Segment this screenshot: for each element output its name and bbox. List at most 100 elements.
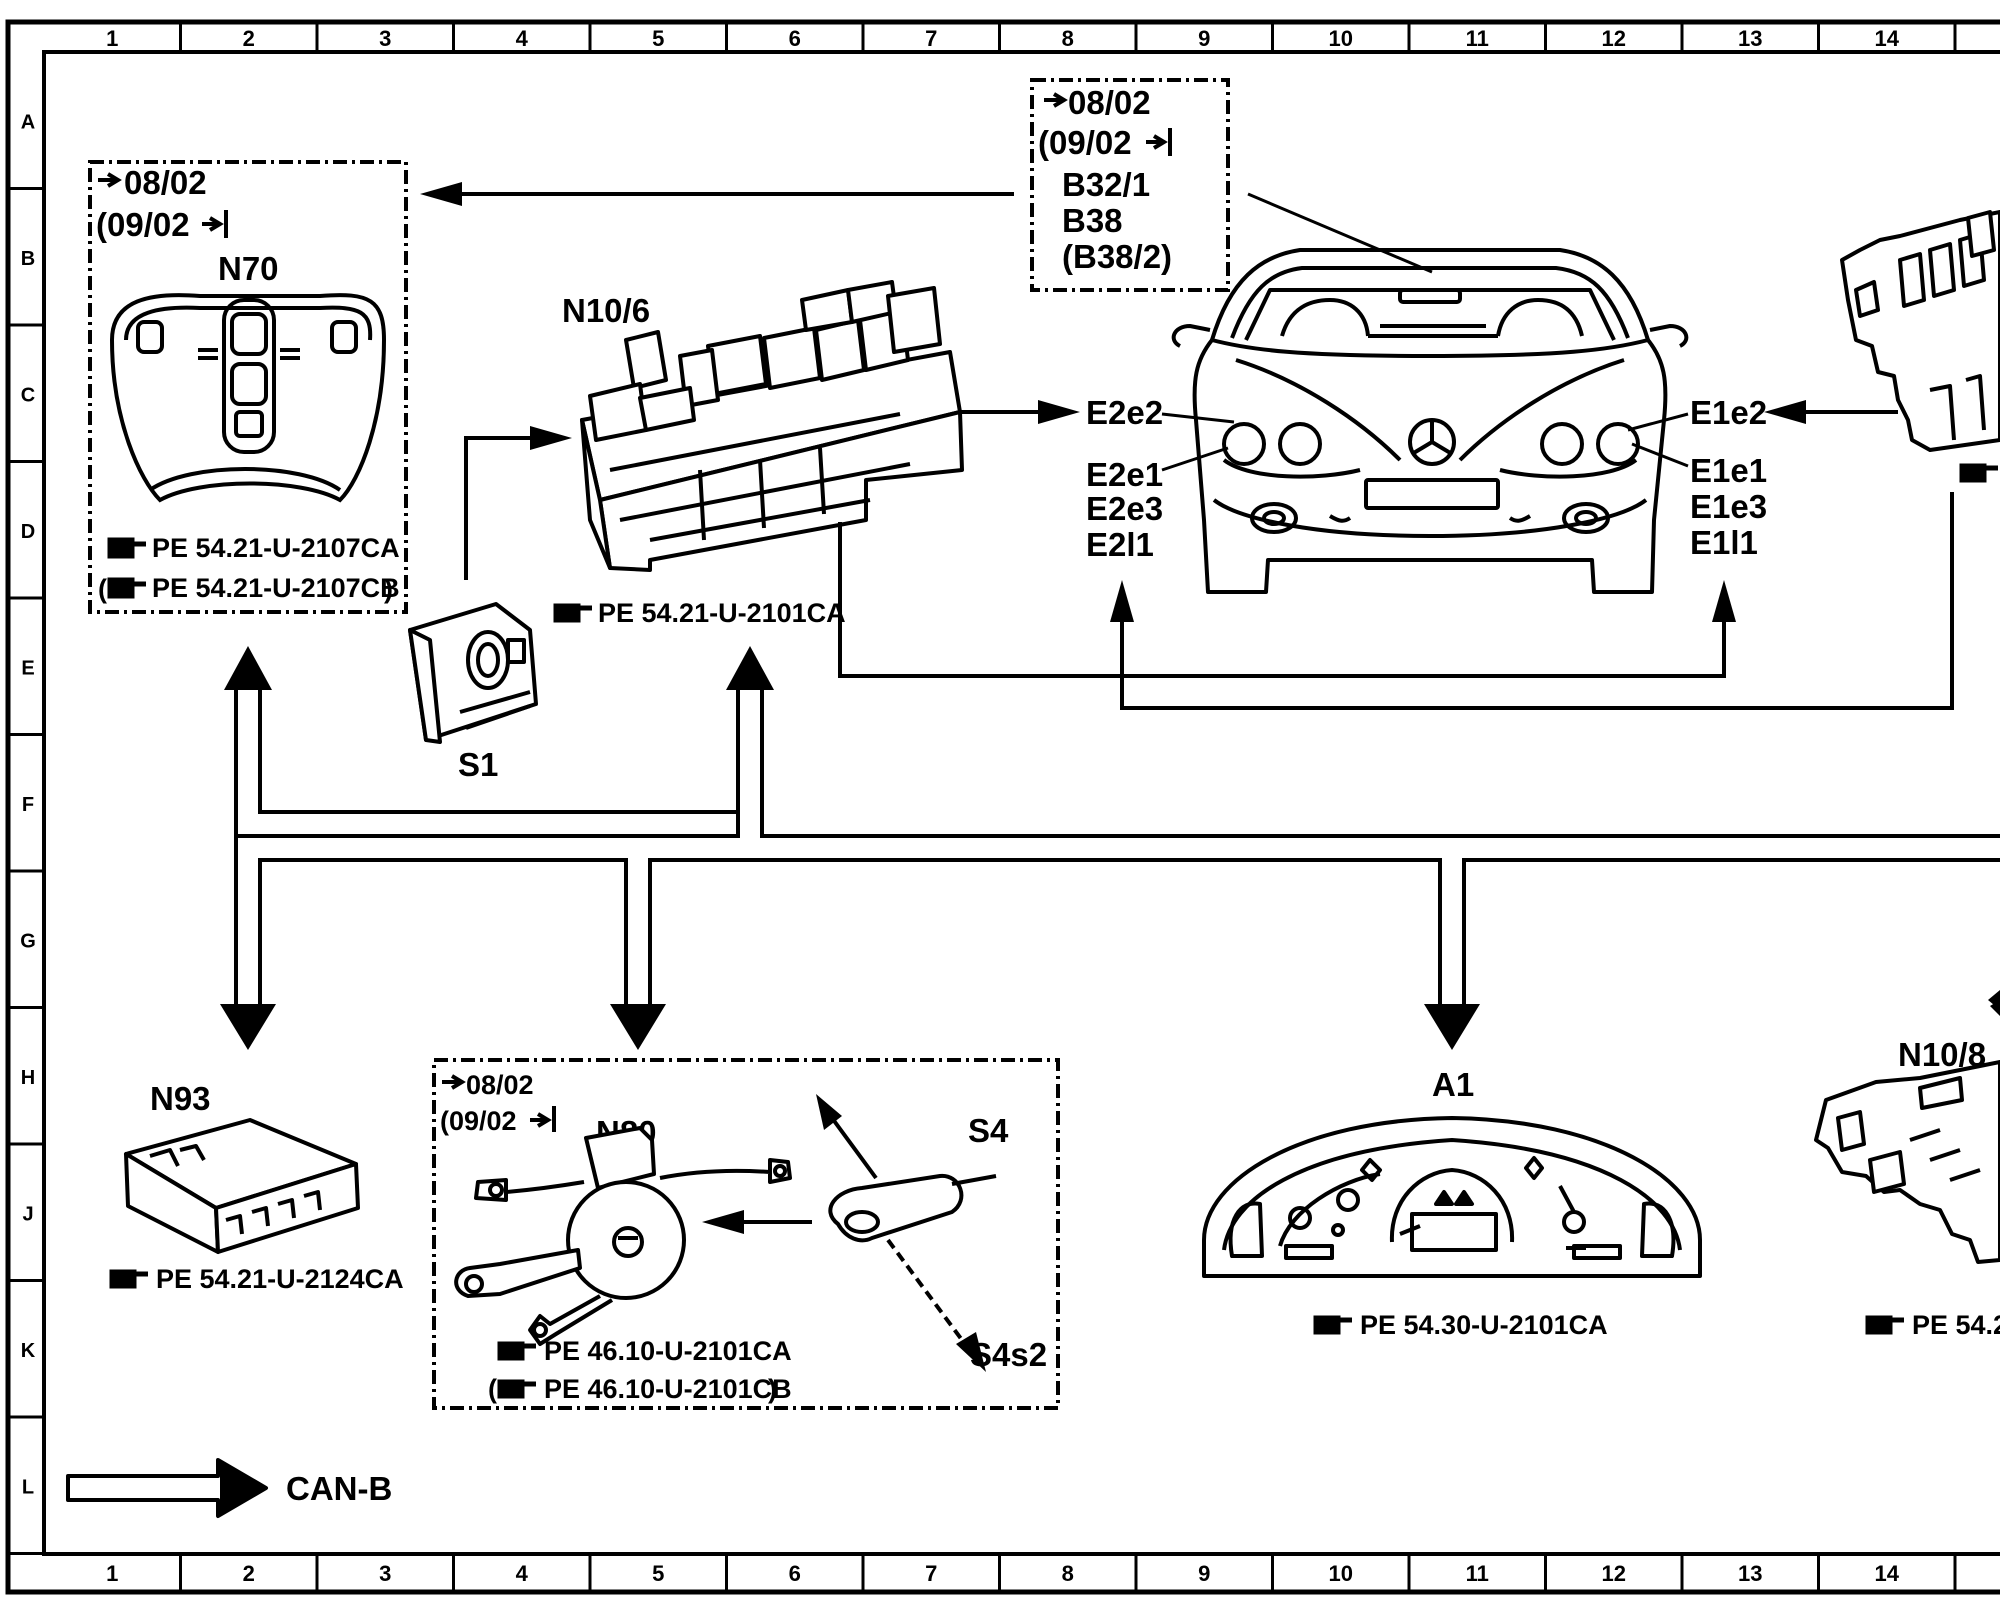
right-lamp-labels: E1e2 E1e1 E1e3 E1l1 bbox=[1627, 394, 1767, 561]
steering-column-module-drawing bbox=[454, 1126, 792, 1346]
lamp-e2e1: E2e1 bbox=[1086, 456, 1163, 493]
grid-row-label: E bbox=[21, 657, 34, 679]
relay-module-partial-drawing bbox=[1814, 1060, 2000, 1264]
lamp-e2l1: E2l1 bbox=[1086, 526, 1154, 563]
s1-component: S1 bbox=[408, 602, 538, 783]
leader-e1e1 bbox=[1631, 442, 1689, 468]
reference-hand-icon bbox=[497, 1341, 536, 1361]
s4-name: S4 bbox=[968, 1112, 1009, 1149]
n80-ref2: PE 46.10-U-2101CB bbox=[544, 1374, 792, 1404]
n10-8-ref: PE 54.2 bbox=[1912, 1310, 2000, 1340]
sensors-box: 08/02 (09/02 B32/1 B38 (B38/2) bbox=[1030, 78, 1230, 292]
n10-6-component: N10/6 PE 54.21-U-2101CA bbox=[553, 280, 964, 628]
grid-row-label: A bbox=[21, 111, 35, 133]
n93-ref: PE 54.21-U-2124CA bbox=[156, 1264, 404, 1294]
instrument-cluster-drawing bbox=[1202, 1116, 1702, 1278]
sensors-date-to: (09/02 bbox=[1038, 124, 1132, 161]
reference-hand-icon bbox=[553, 603, 592, 623]
n70-name: N70 bbox=[218, 250, 279, 287]
sensors-dashed-box bbox=[1030, 78, 1230, 292]
grid-column-label: 10 bbox=[1329, 26, 1353, 51]
arrow-right-icon bbox=[1146, 128, 1172, 156]
arrowhead-up-icon bbox=[1712, 580, 1736, 622]
n70-ref1: PE 54.21-U-2107CA bbox=[152, 533, 400, 563]
outer-frame bbox=[5, 19, 2000, 1595]
a1-ref: PE 54.30-U-2101CA bbox=[1360, 1310, 1608, 1340]
grid-column-label: 14 bbox=[1875, 26, 1900, 51]
n80-ref2-close: ) bbox=[768, 1374, 777, 1404]
grid-column-label: 8 bbox=[1062, 26, 1074, 51]
lamp-e1e2: E1e2 bbox=[1690, 394, 1767, 431]
relay-module-drawing bbox=[580, 280, 964, 572]
reference-hand-icon bbox=[1959, 463, 1998, 483]
reference-hand-icon bbox=[107, 577, 146, 599]
arrow-right-icon bbox=[442, 1074, 466, 1090]
grid-column-label: 2 bbox=[243, 26, 255, 51]
n80-ref1: PE 46.10-U-2101CA bbox=[544, 1336, 792, 1366]
left-lamp-labels: E2e2 E2e1 E2e3 E2l1 bbox=[1086, 394, 1235, 563]
grid-column-label: 12 bbox=[1602, 1561, 1626, 1586]
grid-row-label: G bbox=[20, 930, 36, 952]
hollow-arrow-icon bbox=[66, 1458, 268, 1518]
n93-component: N93 PE 54.21-U-2124CA bbox=[109, 1080, 404, 1294]
grid-column-label: 11 bbox=[1466, 26, 1489, 51]
grid-column-label: 1 bbox=[106, 1561, 118, 1586]
control-unit-drawing bbox=[124, 1118, 360, 1254]
grid-column-label: 2 bbox=[243, 1561, 255, 1586]
grid-column-label: 6 bbox=[789, 1561, 801, 1586]
grid-column-label: 5 bbox=[652, 26, 664, 51]
grid-column-label: 1 bbox=[106, 26, 118, 51]
grid-row-label: B bbox=[21, 248, 35, 270]
grid-row-label: H bbox=[21, 1067, 35, 1089]
grid-column-label: 14 bbox=[1875, 1561, 1900, 1586]
reference-hand-icon bbox=[497, 1379, 536, 1399]
n70-ref2: PE 54.21-U-2107CB bbox=[152, 573, 400, 603]
right-partial-module-drawing bbox=[1840, 210, 2000, 452]
arrow-right-icon bbox=[202, 210, 228, 238]
s4-up-arrow-line bbox=[830, 1116, 878, 1180]
reference-hand-icon bbox=[1865, 1315, 1904, 1335]
sensor-code-b38-2: (B38/2) bbox=[1062, 238, 1172, 275]
leader-e2e1 bbox=[1161, 446, 1229, 472]
inner-frame bbox=[42, 50, 2000, 1556]
arrowhead-down-icon bbox=[1988, 990, 2000, 1010]
light-switch-drawing bbox=[408, 602, 538, 744]
arrowhead-right-icon bbox=[1038, 400, 1080, 424]
leader-e2e2 bbox=[1161, 412, 1235, 424]
sensor-code-b38: B38 bbox=[1062, 202, 1123, 239]
legend: CAN-B bbox=[66, 1458, 392, 1518]
grid-column-label: 9 bbox=[1198, 26, 1210, 51]
n70-ref2-open: ( bbox=[98, 574, 107, 604]
a1-component: A1 PE 54.30-U-2101CA bbox=[1202, 1066, 1702, 1340]
lamp-e2e2: E2e2 bbox=[1086, 394, 1163, 431]
sensors-date-from: 08/02 bbox=[1068, 84, 1151, 121]
right-module-to-e2l1-line bbox=[1120, 492, 1954, 710]
arrowhead-left-icon bbox=[702, 1210, 744, 1234]
n10-6-ref: PE 54.21-U-2101CA bbox=[598, 598, 846, 628]
grid-column-label: 13 bbox=[1738, 1561, 1762, 1586]
grid-column-label: 5 bbox=[652, 1561, 664, 1586]
n70-date-to: (09/02 bbox=[96, 206, 190, 243]
reference-hand-icon bbox=[1313, 1315, 1352, 1335]
reference-hand-icon bbox=[107, 537, 146, 559]
grid-column-label: 4 bbox=[516, 1561, 529, 1586]
a1-name: A1 bbox=[1432, 1066, 1474, 1103]
n93-name: N93 bbox=[150, 1080, 211, 1117]
n70-date-from: 08/02 bbox=[124, 164, 207, 201]
reference-hand-icon bbox=[109, 1269, 148, 1289]
arrowhead-right-icon bbox=[530, 426, 572, 450]
n70-ref2-close: ) bbox=[384, 574, 393, 604]
arrowhead-up-icon bbox=[816, 1094, 842, 1130]
grid-row-label: C bbox=[21, 384, 35, 406]
grid-column-label: 9 bbox=[1198, 1561, 1210, 1586]
arrowhead-up-icon bbox=[1110, 580, 1134, 622]
grid-column-label: 10 bbox=[1329, 1561, 1353, 1586]
sensor-code-b32-1: B32/1 bbox=[1062, 166, 1150, 203]
n80-ref2-open: ( bbox=[488, 1374, 497, 1404]
lamp-e1e1: E1e1 bbox=[1690, 452, 1767, 489]
grid-row-label: L bbox=[22, 1476, 34, 1498]
grid-column-label: 13 bbox=[1738, 26, 1762, 51]
